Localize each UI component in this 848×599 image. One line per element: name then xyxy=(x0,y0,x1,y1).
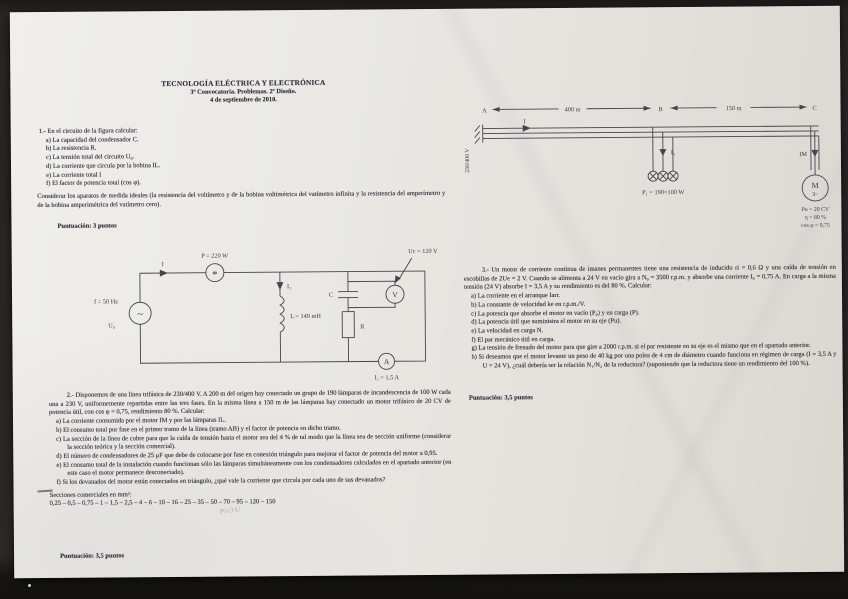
voltmeter-letter: V xyxy=(392,290,398,299)
question-2: 2.- Disponemos de una línea trifásica de… xyxy=(49,389,452,509)
label-resistor: R xyxy=(360,323,365,330)
label-current-i1: I₁ xyxy=(287,283,291,290)
label-current-i: I xyxy=(162,261,164,268)
label-supply-voltage: 230/400 V xyxy=(465,148,471,173)
label-frequency: f = 50 Hz xyxy=(94,298,118,305)
resistor-symbol xyxy=(341,311,355,339)
label-lamp-current: I₁ xyxy=(671,149,675,156)
circuit-figure-1: ~ * V A P = 220 W Uc = 120 V f = 50 Hz U… xyxy=(94,248,438,382)
distance-ab: 400 m xyxy=(565,106,581,113)
label-line-current: I xyxy=(524,118,526,125)
exam-header: TECNOLOGÍA ELÉCTRICA Y ELECTRÓNICA 3ª Co… xyxy=(120,77,366,106)
circuit-wires xyxy=(139,257,426,364)
distance-bc: 150 m xyxy=(726,105,742,112)
commercial-sections-values: 0,25 – 0,5 – 0,75 – 1 – 1,5 – 2,5 – 4 – … xyxy=(49,498,276,508)
pencil-handwriting: P/√3·U xyxy=(219,505,241,516)
exam-date: 4 de septiembre de 2010. xyxy=(210,96,277,105)
current-arrow-line-i xyxy=(522,124,531,132)
question-2-item-f: f) Si los devanados del motor están cone… xyxy=(56,476,386,486)
ac-source-symbol xyxy=(128,301,152,325)
question-3: 3.- Un motor de corriente continua de im… xyxy=(464,264,837,371)
node-b: B xyxy=(658,106,662,113)
voltmeter-symbol xyxy=(385,284,405,304)
question-3-score: Puntuación: 3,5 puntos xyxy=(468,394,533,402)
question-1: 1.- En el circuito de la figura calcular… xyxy=(39,125,369,189)
node-a: A xyxy=(482,108,487,115)
question-2-intro: 2.- Disponemos de una línea trifásica de… xyxy=(48,388,451,417)
scanned-exam-page: TECNOLOGÍA ELÉCTRICA Y ELECTRÓNICA 3ª Co… xyxy=(9,5,845,579)
label-motor-efficiency: η = 80 % xyxy=(805,215,826,221)
label-motor-current: IM xyxy=(799,151,807,158)
scan-speck xyxy=(28,584,31,587)
question-3-item-h: h) Si deseamos que el motor levante un p… xyxy=(471,350,837,370)
label-lamp-power: P₁ = 190×100 W xyxy=(642,189,684,196)
label-uc: Uc = 120 V xyxy=(408,248,438,255)
label-motor-cosphi: cos φ = 0,75 xyxy=(801,223,830,229)
wattmeter-symbol xyxy=(205,263,225,283)
measurement-note: Considerar los aparatos de medida ideale… xyxy=(37,189,446,209)
label-capacitor: C xyxy=(329,292,333,299)
question-2-score: Puntuación: 3,5 puntos xyxy=(60,552,125,560)
ammeter-letter: A xyxy=(384,357,390,366)
motor-branch xyxy=(801,125,829,202)
lamp-branch xyxy=(647,127,679,182)
label-motor-power: Pu = 20 CV xyxy=(802,207,830,213)
line-figure-2: A B C 400 m 150 m I I₁ IM P₁ = 190×100 W… xyxy=(465,104,830,229)
motor-letter: M xyxy=(812,181,819,190)
wattmeter-star-icon: * xyxy=(212,269,218,281)
phase-lines xyxy=(474,124,819,144)
motor-phase: 3~ xyxy=(812,192,819,198)
question-1-item-f: f) El factor de potencia total (cos φ). xyxy=(46,179,141,188)
label-inductor: L = 149 mH xyxy=(290,313,321,320)
label-u0: U₀ xyxy=(108,322,115,329)
source-sine-icon: ~ xyxy=(137,309,143,321)
question-1-score: Puntuación: 3 puntos xyxy=(57,222,117,230)
label-power: P = 220 W xyxy=(201,253,228,260)
node-c: C xyxy=(812,105,816,112)
ammeter-symbol xyxy=(378,352,395,370)
label-current-i2: I₂ = 1,5 A xyxy=(374,374,399,381)
uc-arrow xyxy=(394,275,401,284)
current-arrow-i xyxy=(159,269,168,277)
current-arrow-i1 xyxy=(276,282,284,291)
question-3-intro: 3.- Un motor de corriente continua de im… xyxy=(463,263,836,292)
dimension-lines xyxy=(492,104,807,112)
